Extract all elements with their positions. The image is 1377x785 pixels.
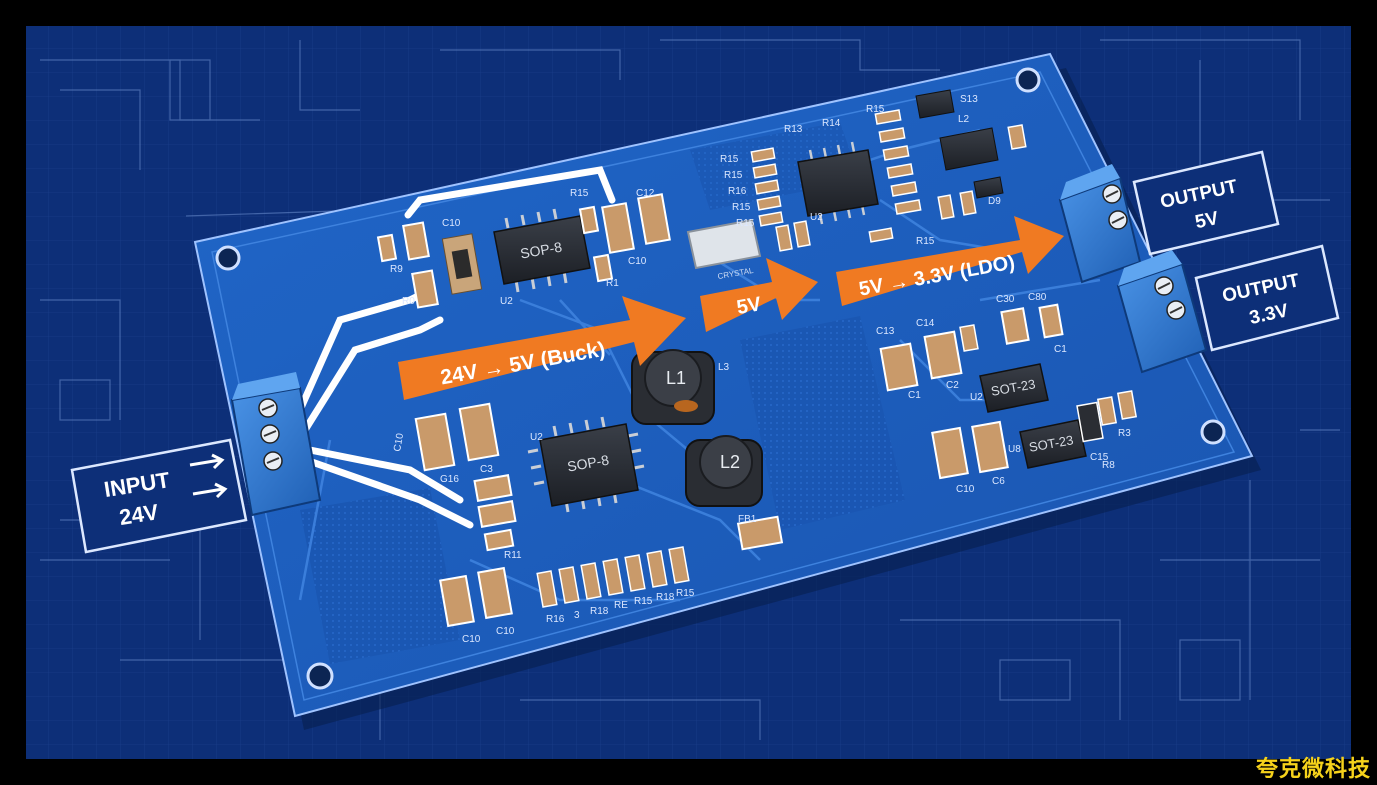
- buck-controller-bottom-chip: SOP-8: [527, 416, 645, 513]
- designator: C10: [628, 256, 647, 267]
- designator: R11: [504, 550, 522, 561]
- mcu-chip: [797, 141, 879, 225]
- designator: G16: [440, 474, 459, 485]
- designator: R15: [736, 218, 755, 229]
- designator: R15: [720, 154, 739, 165]
- designator: U8: [1008, 444, 1021, 455]
- designator: C10: [956, 484, 975, 495]
- designator: FB1: [738, 514, 757, 525]
- input-terminal-block[interactable]: [230, 372, 322, 517]
- output-5v-terminal-block[interactable]: [1058, 164, 1142, 284]
- designator: R0: [402, 296, 415, 307]
- designator: R15: [570, 188, 589, 199]
- designator: C10: [462, 634, 481, 645]
- silkscreen-designators: C10 C12 R15 R1 C10 U2 U2 U2 U2 U8 R13 R1…: [390, 94, 1131, 645]
- ldo-top-chip: SOT-23: [979, 363, 1049, 413]
- designator: D9: [988, 196, 1001, 207]
- designator: R18: [590, 606, 609, 617]
- designator: R8: [1102, 460, 1115, 471]
- inductor-l1-label: L1: [666, 368, 686, 388]
- designator: C2: [946, 380, 959, 391]
- mid-flow-arrow: 5V: [700, 258, 818, 332]
- designator: R15: [634, 596, 653, 607]
- designator: R13: [784, 124, 803, 135]
- designator: C80: [1028, 292, 1047, 303]
- designator: C3: [480, 464, 493, 475]
- ldo-bottom-chip: SOT-23: [1019, 419, 1087, 469]
- designator: C1: [908, 390, 921, 401]
- designator: C10: [496, 626, 515, 637]
- inductor-l2: L2: [685, 435, 763, 507]
- inductor-l1: L1: [631, 349, 715, 425]
- output-33v-terminal-block[interactable]: [1116, 250, 1208, 374]
- designator: C14: [916, 318, 935, 329]
- buck-controller-top-chip: SOP-8: [493, 208, 591, 293]
- designator: R15: [916, 236, 935, 247]
- designator: C12: [636, 188, 655, 199]
- buck-top-chip-label: SOP-8: [519, 239, 563, 262]
- designator: R15: [732, 202, 751, 213]
- mid-arrow-label: 5V: [735, 293, 764, 319]
- designator: U2: [500, 296, 513, 307]
- designator: RE: [614, 600, 628, 611]
- designator: 3: [574, 610, 580, 621]
- designator: R15: [724, 170, 743, 181]
- designator: R15: [866, 104, 885, 115]
- designator: R1: [606, 278, 619, 289]
- designator: C30: [996, 294, 1015, 305]
- designator: R3: [1118, 428, 1131, 439]
- designator: C10: [392, 432, 406, 452]
- designator: C1: [1054, 344, 1067, 355]
- designator: S13: [960, 94, 978, 105]
- brand-watermark: 夸克微科技: [1255, 757, 1371, 782]
- designator: L3: [718, 362, 730, 373]
- designator: R15: [676, 588, 695, 599]
- designator: R18: [656, 592, 675, 603]
- buck-bottom-chip-label: SOP-8: [566, 452, 610, 475]
- designator: L2: [958, 114, 970, 125]
- inductor-l2-label: L2: [720, 452, 740, 472]
- designator: U2: [810, 212, 823, 223]
- passive-components: [376, 109, 1138, 628]
- input-label-line2: 24V: [118, 499, 161, 530]
- designator: R16: [546, 614, 565, 625]
- pcb-board: [193, 52, 1254, 718]
- output-5v-label-box: OUTPUT 5V: [1132, 150, 1280, 256]
- designator: R14: [822, 118, 841, 129]
- designator: R16: [728, 186, 747, 197]
- designator: R9: [390, 264, 403, 275]
- designator: C6: [992, 476, 1005, 487]
- input-label-box: INPUT 24V: [70, 438, 248, 554]
- mounting-holes: [215, 67, 1226, 690]
- designator: C13: [876, 326, 895, 337]
- designator: U2: [970, 392, 983, 403]
- output-33v-label-box: OUTPUT 3.3V: [1194, 244, 1340, 352]
- output-5v-label-line2: 5V: [1193, 208, 1220, 233]
- designator: C10: [442, 218, 461, 229]
- designator: U2: [530, 432, 543, 443]
- designator: C15: [1090, 452, 1109, 463]
- small-ic-right: [915, 89, 1004, 199]
